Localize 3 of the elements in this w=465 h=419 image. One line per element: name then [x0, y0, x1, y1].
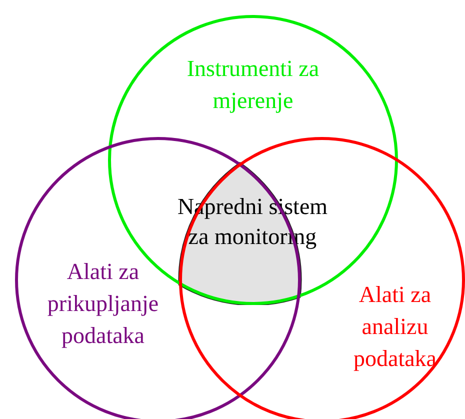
set-label: Alati za analizu podataka: [352, 281, 438, 373]
set-label: Instrumenti za mjerenje: [186, 55, 320, 115]
set-label: Alati za prikupljanje podataka: [46, 258, 160, 350]
